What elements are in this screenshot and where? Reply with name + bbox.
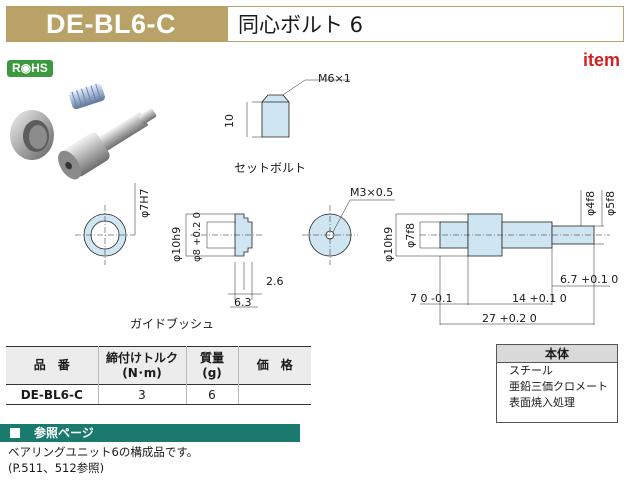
material-line-3: 表面焼入処理	[509, 396, 575, 409]
cell-torque: 3	[97, 384, 186, 405]
guide-bush-side	[134, 183, 262, 308]
table-row: DE-BL6-C 3 6	[6, 384, 311, 405]
material-title: 本体	[497, 345, 617, 363]
material-box: 本体 スチール 亜鉛三価クロメート 表面焼入処理	[496, 344, 618, 423]
bolt-len-tip: 6.7 +0.1 0	[560, 273, 619, 286]
bolt-outer-dia: φ10h9	[382, 226, 395, 262]
col-torque: 締付けトルク (N･m)	[97, 346, 186, 385]
product-code: DE-BL6-C	[46, 8, 176, 39]
reference-header: 参照ページ	[0, 424, 300, 442]
product-name-banner: 同心ボルト 6	[228, 6, 624, 42]
cell-part-number: DE-BL6-C	[6, 384, 98, 405]
guide-bush-dim-a: 2.6	[266, 275, 284, 288]
set-bolt-drawing	[246, 79, 350, 138]
reference-text: ベアリングユニット6の構成品です。 (P.511、512参照)	[8, 444, 198, 476]
reference-line-1: ベアリングユニット6の構成品です。	[8, 445, 199, 459]
cell-mass: 6	[185, 384, 238, 405]
spec-table: 品 番 締付けトルク (N･m) 質量 (g) 価 格 DE-BL6-C 3 6	[6, 346, 311, 405]
guide-bush-caption: ガイドブッシュ	[130, 317, 215, 331]
bolt-pin-dia-a: φ4f8	[584, 190, 597, 216]
bolt-side	[395, 190, 610, 325]
bolt-pin-dia-b: φ5f8	[604, 190, 617, 216]
product-name: 同心ボルト 6	[238, 13, 364, 37]
guide-bush-step-dia: φ8 +0.2 0	[192, 212, 203, 262]
product-photo	[10, 83, 157, 180]
cell-price	[237, 384, 311, 405]
material-line-1: スチール	[509, 364, 553, 377]
guide-bush-front	[75, 205, 135, 265]
col-mass: 質量 (g)	[185, 346, 238, 385]
set-bolt-caption: セットボルト	[234, 161, 307, 175]
bolt-mid-dia: φ7f8	[404, 222, 417, 248]
bolt-front	[302, 199, 395, 265]
bolt-len-mid: 14 +0.1 0	[512, 292, 567, 305]
bolt-thread-label: M3×0.5	[350, 186, 394, 199]
spec-table-header: 品 番 締付けトルク (N･m) 質量 (g) 価 格	[6, 346, 311, 385]
bolt-len-head: 7 0 -0.1	[410, 292, 453, 305]
bolt-len-total: 27 +0.2 0	[482, 312, 537, 325]
product-code-banner: DE-BL6-C	[6, 6, 228, 42]
col-part-number: 品 番	[33, 358, 70, 372]
brand-logo: item	[582, 50, 620, 70]
technical-drawing	[75, 79, 610, 325]
col-price: 価 格	[237, 346, 311, 385]
rohs-badge: R◉HS	[7, 60, 53, 77]
set-bolt-length-label: 10	[223, 114, 236, 128]
set-bolt-thread-label: M6×1	[318, 72, 351, 85]
reference-line-2: (P.511、512参照)	[8, 461, 105, 475]
guide-bush-inner-dia: φ7H7	[138, 188, 151, 218]
guide-bush-outer-dia: φ10h9	[170, 226, 183, 262]
material-line-2: 亜鉛三価クロメート	[509, 380, 608, 393]
guide-bush-dim-b: 6.3	[234, 296, 252, 309]
